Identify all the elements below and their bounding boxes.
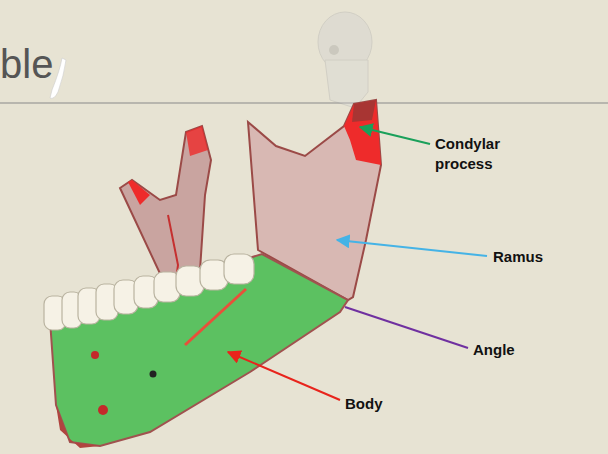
skull-icon bbox=[318, 12, 372, 108]
part-label: Ramus bbox=[493, 247, 543, 267]
part-label: Condylar process bbox=[435, 134, 525, 173]
header-rule bbox=[0, 102, 608, 103]
leader-arrow bbox=[228, 352, 340, 400]
leader-line bbox=[345, 307, 468, 348]
part-label: Angle bbox=[473, 340, 515, 360]
leader-arrow bbox=[360, 127, 430, 144]
part-label: Body bbox=[345, 394, 383, 414]
slide-title: ble bbox=[0, 44, 53, 84]
leader-arrow bbox=[337, 240, 487, 256]
